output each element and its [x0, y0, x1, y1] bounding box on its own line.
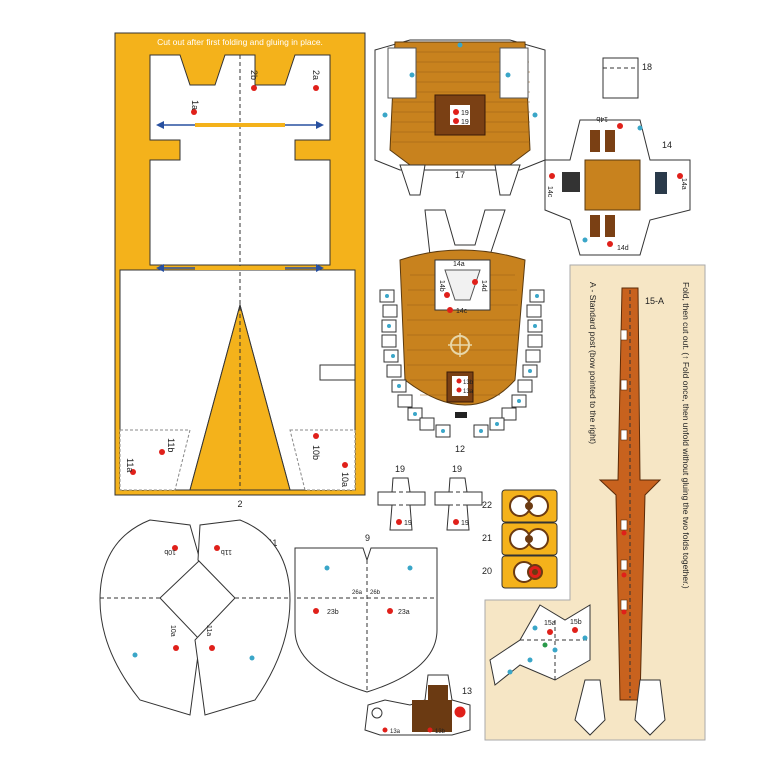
- marker-14c: 14c: [546, 186, 553, 198]
- piece-22: 22: [482, 489, 558, 523]
- marker-26e-left: 26a: [352, 590, 363, 596]
- marker-23a: 23a: [398, 609, 410, 616]
- marker-14c-deck: 14c: [456, 308, 468, 315]
- marker-11a-hull: 11a: [205, 625, 212, 636]
- piece-21: 21: [482, 522, 558, 556]
- marker-14b-deck: 14b: [438, 280, 445, 292]
- panel-a: A - Standard post (bow pointed to the ri…: [484, 264, 706, 741]
- marker-14d-deck: 14d: [480, 280, 487, 292]
- marker-10b-hull: 10b: [164, 548, 176, 555]
- marker-15a: 15a: [544, 620, 556, 627]
- marker-14a: 14a: [680, 178, 687, 190]
- marker-10b: 10b: [311, 445, 321, 460]
- marker-19-deck-b: 19: [461, 119, 469, 126]
- piece-number-18: 18: [642, 62, 652, 72]
- panel-a-fold-instruction: Fold, then cut out. (↑ Fold once, then u…: [681, 282, 691, 589]
- piece-14: 14b 14c 14a 14d 14: [544, 115, 691, 256]
- piece-11: 11 11b 11a: [194, 519, 291, 716]
- piece-19-right: 19 19: [434, 464, 483, 531]
- marker-11b: 11b: [166, 438, 176, 452]
- marker-2a: 2a: [311, 70, 321, 80]
- piece-number-21: 21: [482, 533, 492, 543]
- marker-2b: 2b: [249, 70, 259, 80]
- marker-13a: 13a: [390, 729, 401, 735]
- marker-19c: 19: [404, 520, 412, 527]
- marker-11b-hull: 11b: [221, 548, 232, 555]
- piece-number-19b: 19: [452, 464, 462, 474]
- marker-13b-deck: 13b: [463, 380, 474, 386]
- marker-10a-hull: 10a: [169, 625, 176, 637]
- marker-1a: 1a: [190, 100, 200, 110]
- marker-13a-deck: 13a: [463, 389, 474, 395]
- marker-14b: 14b: [596, 115, 608, 122]
- piece-13: 13 13a 13b: [364, 674, 472, 736]
- marker-15b: 15b: [570, 619, 582, 626]
- marker-26e-right: 26b: [370, 590, 381, 596]
- piece-number-14: 14: [662, 140, 672, 150]
- piece-18: 18: [602, 57, 652, 99]
- marker-23b: 23b: [327, 609, 339, 616]
- piece-number-22: 22: [482, 500, 492, 510]
- piece-17: 19 19 17: [374, 39, 546, 196]
- piece-number-15a: 15-A: [645, 296, 664, 306]
- piece-9: 9 26a 26b 23b 23a: [294, 533, 438, 693]
- marker-14a-deck: 14a: [453, 261, 465, 268]
- piece-number-20: 20: [482, 566, 492, 576]
- piece-number-13: 13: [462, 686, 472, 696]
- piece-2: Cut out after first folding and gluing i…: [114, 32, 366, 509]
- marker-14d: 14d: [617, 245, 629, 252]
- marker-10a: 10a: [340, 472, 350, 487]
- piece-19-left: 19 19: [377, 464, 426, 531]
- piece-number-19a: 19: [395, 464, 405, 474]
- cut-instruction: Cut out after first folding and gluing i…: [157, 37, 323, 47]
- piece-number-9: 9: [365, 533, 370, 543]
- panel-a-title: A - Standard post (bow pointed to the ri…: [588, 282, 598, 444]
- piece-12: 14b 14d 14c 14a 13b 13a: [379, 209, 545, 454]
- piece-number-17: 17: [455, 170, 465, 180]
- piece-20: 20: [482, 555, 558, 589]
- marker-19-deck-a: 19: [461, 110, 469, 117]
- piece-number-12: 12: [455, 444, 465, 454]
- piece-number-2: 2: [237, 499, 242, 509]
- marker-19d: 19: [461, 520, 469, 527]
- marker-13b: 13b: [435, 729, 446, 735]
- marker-11a: 11a: [125, 458, 135, 472]
- piece-10: 10 10b 10a: [99, 519, 201, 716]
